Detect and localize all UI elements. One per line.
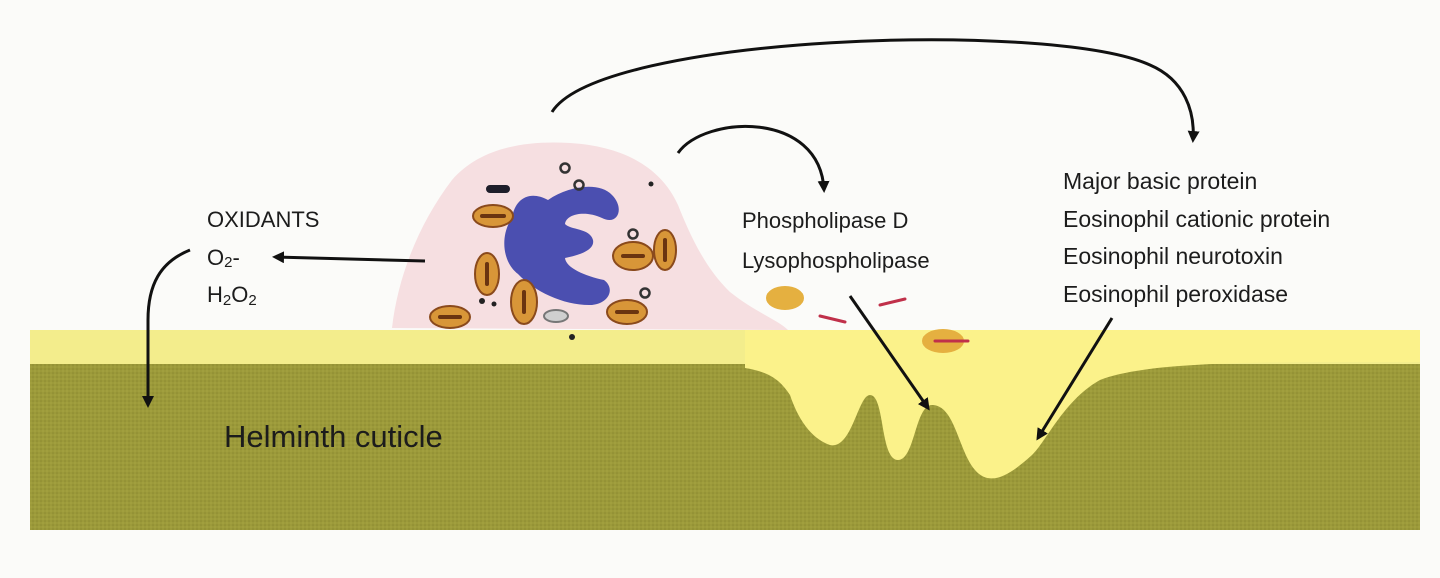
peroxide-label: H2O2 xyxy=(207,282,257,309)
dark-granule xyxy=(486,185,510,193)
granules xyxy=(429,204,964,353)
arrow-to-oxidants xyxy=(272,251,426,264)
arrow-oxidants-down xyxy=(142,248,191,408)
released-fragments xyxy=(818,297,907,324)
granule-cores xyxy=(438,214,970,343)
vesicles xyxy=(559,162,651,299)
eosinophil-peroxidase-label: Eosinophil peroxidase xyxy=(1063,281,1288,307)
cuticle-damage-region xyxy=(745,330,1420,479)
arrow-top-arc xyxy=(550,38,1200,143)
major-basic-protein-label: Major basic protein xyxy=(1063,168,1257,194)
eosinophil-cationic-protein-label: Eosinophil cationic protein xyxy=(1063,206,1330,232)
helminth-cuticle-label: Helminth cuticle xyxy=(224,419,443,454)
eosinophil-nucleus xyxy=(504,186,619,306)
arrows xyxy=(142,38,1200,441)
arrow-phospholipase-down xyxy=(848,295,930,411)
eosinophil-neurotoxin-label: Eosinophil neurotoxin xyxy=(1063,243,1283,269)
oxidants-title: OXIDANTS xyxy=(207,207,319,232)
superoxide-label: O2- xyxy=(207,245,240,271)
dots xyxy=(479,181,654,340)
lysophospholipase-label: Lysophospholipase xyxy=(742,248,930,273)
granule xyxy=(766,286,804,310)
grey-granule xyxy=(543,309,569,323)
helminth-cuticle-body xyxy=(30,360,1420,530)
phospholipase-d-label: Phospholipase D xyxy=(742,208,908,233)
arrow-granule-proteins-down xyxy=(1036,317,1114,441)
arrow-small-arc xyxy=(676,124,830,193)
